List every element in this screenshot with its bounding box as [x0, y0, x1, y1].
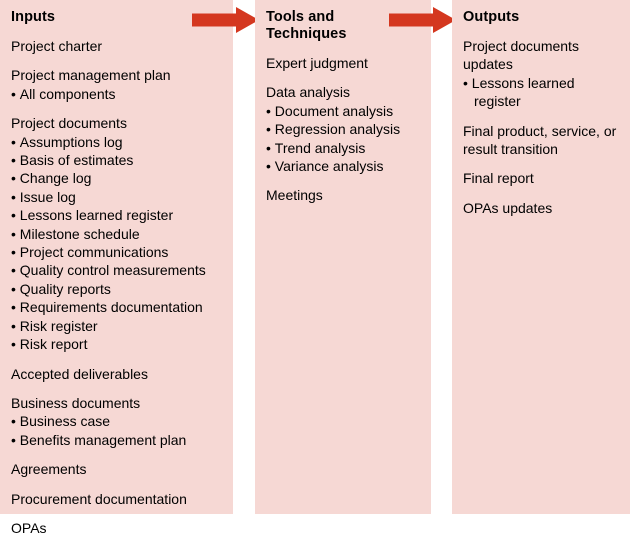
- panel-inputs: Inputs Project charter Project managemen…: [0, 0, 233, 536]
- group-heading: Data analysis: [266, 84, 351, 101]
- list-item: • Quality control measurements: [11, 262, 206, 279]
- list-item: • Lessons learned register: [463, 74, 575, 110]
- arrow-right-icon: [389, 7, 456, 33]
- group-heading: Business documents: [11, 394, 141, 411]
- list-item-label: Benefits management plan: [19, 431, 187, 448]
- group-heading: OPAs updates: [463, 199, 553, 216]
- arrow-right-icon: [192, 7, 259, 33]
- list-item-label: Document analysis: [274, 102, 394, 119]
- list-item-label: Business case: [19, 413, 111, 430]
- group-heading: Project management plan: [11, 67, 171, 84]
- group-heading: Accepted deliverables: [11, 365, 148, 382]
- list-item: • Basis of estimates: [11, 152, 134, 169]
- group-heading: Procurement documentation: [11, 490, 187, 507]
- list-item: • Quality reports: [11, 280, 111, 297]
- list-item-label: Assumptions log: [19, 133, 123, 150]
- list-item-label: Quality reports: [19, 280, 111, 297]
- list-item-label: Risk report: [19, 336, 88, 353]
- group-heading: Project documents updates: [463, 38, 579, 73]
- list-item: • Risk register: [11, 317, 98, 334]
- panel-title-tools-and-techniques: Tools and Techniques: [266, 9, 347, 42]
- list-item-label: Lessons learned register: [19, 207, 174, 224]
- group-agreements: Agreements: [11, 460, 225, 478]
- list-item: • All components: [11, 85, 116, 102]
- list-item: • Risk report: [11, 336, 88, 353]
- list-item-label: Quality control measurements: [19, 262, 206, 279]
- list-item: • Milestone schedule: [11, 225, 140, 242]
- group-procurement-documentation: Procurement documentation: [11, 490, 225, 508]
- panel-outputs: Outputs Project documents updates • Less…: [452, 0, 630, 514]
- panel-title-outputs: Outputs: [463, 9, 520, 25]
- group-final-product-service-or-result-transition: Final product, service, or result transi…: [463, 122, 622, 159]
- group-heading: Project charter: [11, 38, 103, 54]
- group-data-analysis: Data analysis • Document analysis • Regr…: [266, 83, 423, 175]
- panel-title-inputs: Inputs: [11, 9, 56, 25]
- panel-tools-and-techniques: Tools and Techniques Expert judgment Dat…: [255, 0, 431, 514]
- list-item-label: Trend analysis: [274, 139, 366, 156]
- list-item: • Project communications: [11, 244, 169, 261]
- list-item-label: Milestone schedule: [19, 225, 140, 242]
- list-item-label: Issue log: [19, 188, 76, 205]
- list-item-label: Basis of estimates: [19, 152, 134, 169]
- group-heading: Project documents: [11, 115, 127, 132]
- list-item: • Benefits management plan: [11, 431, 187, 448]
- list-item: • Issue log: [11, 188, 76, 205]
- group-final-report: Final report: [463, 169, 622, 187]
- group-heading: OPAs: [11, 519, 47, 536]
- list-item: • Requirements documentation: [11, 299, 203, 316]
- group-project-management-plan: Project management plan • All components: [11, 66, 225, 103]
- group-project-documents-updates: Project documents updates • Lessons lear…: [463, 37, 622, 111]
- group-heading: Final product, service, or result transi…: [463, 122, 617, 158]
- group-expert-judgment: Expert judgment: [266, 54, 423, 72]
- list-item-label: Variance analysis: [274, 158, 384, 175]
- list-item: • Regression analysis: [266, 121, 401, 138]
- group-heading: Agreements: [11, 461, 87, 478]
- group-business-documents: Business documents • Business case • Ben…: [11, 394, 225, 449]
- list-item-label: Lessons learned register: [471, 74, 575, 110]
- group-opas-updates: OPAs updates: [463, 199, 622, 217]
- list-item-label: Risk register: [19, 317, 98, 334]
- list-item: • Business case: [11, 413, 111, 430]
- list-item-label: Regression analysis: [274, 121, 401, 138]
- list-item-label: All components: [19, 85, 116, 102]
- list-item-label: Change log: [19, 170, 92, 187]
- list-item: • Document analysis: [266, 102, 394, 119]
- group-accepted-deliverables: Accepted deliverables: [11, 365, 225, 383]
- list-item: • Lessons learned register: [11, 207, 174, 224]
- list-item: • Change log: [11, 170, 92, 187]
- group-heading: Meetings: [266, 187, 323, 204]
- list-item-label: Requirements documentation: [19, 299, 203, 316]
- group-project-documents: Project documents • Assumptions log • Ba…: [11, 114, 225, 353]
- group-project-charter: Project charter: [11, 37, 225, 55]
- list-item: • Trend analysis: [266, 139, 366, 156]
- group-meetings: Meetings: [266, 186, 423, 204]
- group-opas: OPAs: [11, 519, 225, 537]
- list-item: • Assumptions log: [11, 133, 123, 150]
- group-heading: Expert judgment: [266, 55, 368, 71]
- list-item: • Variance analysis: [266, 158, 384, 175]
- list-item-label: Project communications: [19, 244, 169, 261]
- group-heading: Final report: [463, 170, 534, 187]
